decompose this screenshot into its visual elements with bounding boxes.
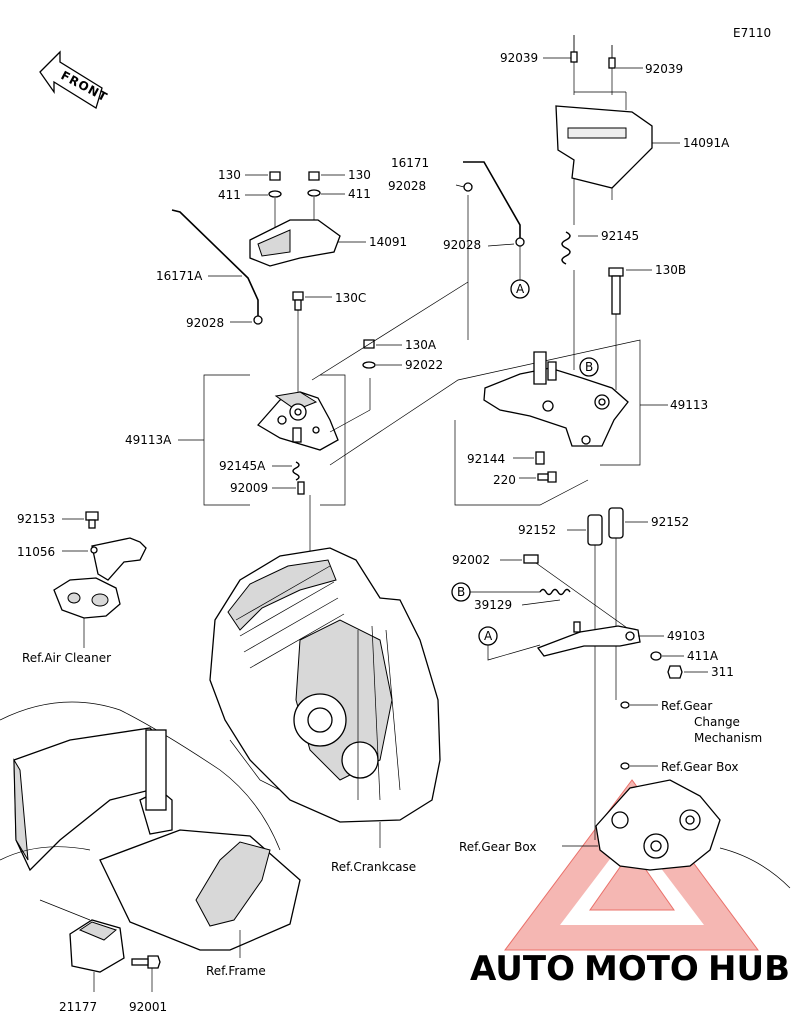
label-92022: 92022 [405, 358, 443, 372]
label-411-left: 411 [218, 188, 241, 202]
bolt-92153 [85, 511, 99, 529]
vehicle-frame [0, 701, 301, 951]
washer-411A [650, 651, 662, 661]
spring-92145A [292, 461, 300, 481]
ref-gear-box-left: Ref.Gear Box [459, 840, 536, 854]
label-92028-left: 92028 [186, 316, 224, 330]
label-14091A: 14091A [683, 136, 730, 150]
diagram-id: E7110 [733, 26, 771, 40]
label-49103: 49103 [667, 629, 705, 643]
label-411-right: 411 [348, 187, 371, 201]
bolts-130 [268, 171, 321, 198]
label-92145: 92145 [601, 229, 639, 243]
label-92009: 92009 [230, 481, 268, 495]
relay-21177 [69, 919, 125, 973]
rod-16171 [463, 161, 525, 247]
label-130-right: 130 [348, 168, 371, 182]
callout-b-top [579, 357, 599, 377]
cover-14091 [249, 219, 341, 267]
watermark-moto-text: MOTO [584, 949, 699, 989]
gear-box-assembly [595, 779, 791, 889]
watermark-auto-text: AUTO [470, 949, 575, 989]
pin-92009 [297, 481, 305, 495]
ref-gear-change-line3: Mechanism [694, 731, 762, 745]
nut-311 [667, 665, 683, 679]
pin-92002 [523, 554, 539, 564]
ref-gear-change-line1: Ref.Gear [661, 699, 712, 713]
callout-a-top [510, 279, 530, 299]
label-130A: 130A [405, 338, 437, 352]
label-21177: 21177 [59, 1000, 97, 1014]
ref-crankcase: Ref.Crankcase [331, 860, 416, 874]
label-92145A: 92145A [219, 459, 266, 473]
label-92001: 92001 [129, 1000, 167, 1014]
label-92039-left: 92039 [500, 51, 538, 65]
spring-92145 [561, 231, 571, 265]
bracket-49113 [483, 351, 629, 447]
callout-a-top-text: A [516, 282, 525, 296]
lever-49103 [536, 621, 641, 657]
air-cleaner-part [53, 577, 121, 619]
bolt-130B [608, 267, 624, 315]
ref-gear-change-line2: Change [694, 715, 740, 729]
label-92152-right: 92152 [651, 515, 689, 529]
label-11056: 11056 [17, 545, 55, 559]
label-92028-top: 92028 [388, 179, 426, 193]
label-220: 220 [493, 473, 516, 487]
label-14091: 14091 [369, 235, 407, 249]
bolt-220 [537, 471, 557, 483]
ref-air-cleaner: Ref.Air Cleaner [22, 651, 111, 665]
callout-a-bottom-text: A [484, 629, 493, 643]
label-39129: 39129 [474, 598, 512, 612]
label-16171A: 16171A [156, 269, 203, 283]
label-92002: 92002 [452, 553, 490, 567]
label-92152-left: 92152 [518, 523, 556, 537]
callout-b-bottom-text: B [457, 585, 465, 599]
watermark-logo: AUTO MOTO HUB [470, 779, 790, 989]
pin-92144 [535, 451, 545, 465]
collars-92152 [587, 507, 624, 546]
label-130-left: 130 [218, 168, 241, 182]
ref-frame: Ref.Frame [206, 964, 266, 978]
label-92153: 92153 [17, 512, 55, 526]
bracket-11056 [90, 537, 147, 581]
cover-14091A [555, 35, 653, 225]
watermark-hub-text: HUB [708, 949, 790, 989]
bracket-49113A [256, 391, 339, 451]
label-411A: 411A [687, 649, 719, 663]
label-311: 311 [711, 665, 734, 679]
label-92039-right: 92039 [645, 62, 683, 76]
bolt-130C [292, 291, 304, 311]
label-130C: 130C [335, 291, 366, 305]
ref-gear-box-right: Ref.Gear Box [661, 760, 738, 774]
bolt-92001 [131, 955, 161, 969]
label-49113A: 49113A [125, 433, 172, 447]
engine-crankcase [209, 547, 441, 823]
label-130B: 130B [655, 263, 686, 277]
callout-b-top-text: B [585, 360, 593, 374]
label-92144: 92144 [467, 452, 505, 466]
label-92028-mid: 92028 [443, 238, 481, 252]
front-arrow-icon: FRONT [39, 50, 110, 109]
spring-39129 [539, 588, 571, 596]
rod-16171A [171, 209, 263, 325]
label-49113: 49113 [670, 398, 708, 412]
label-16171: 16171 [391, 156, 429, 170]
